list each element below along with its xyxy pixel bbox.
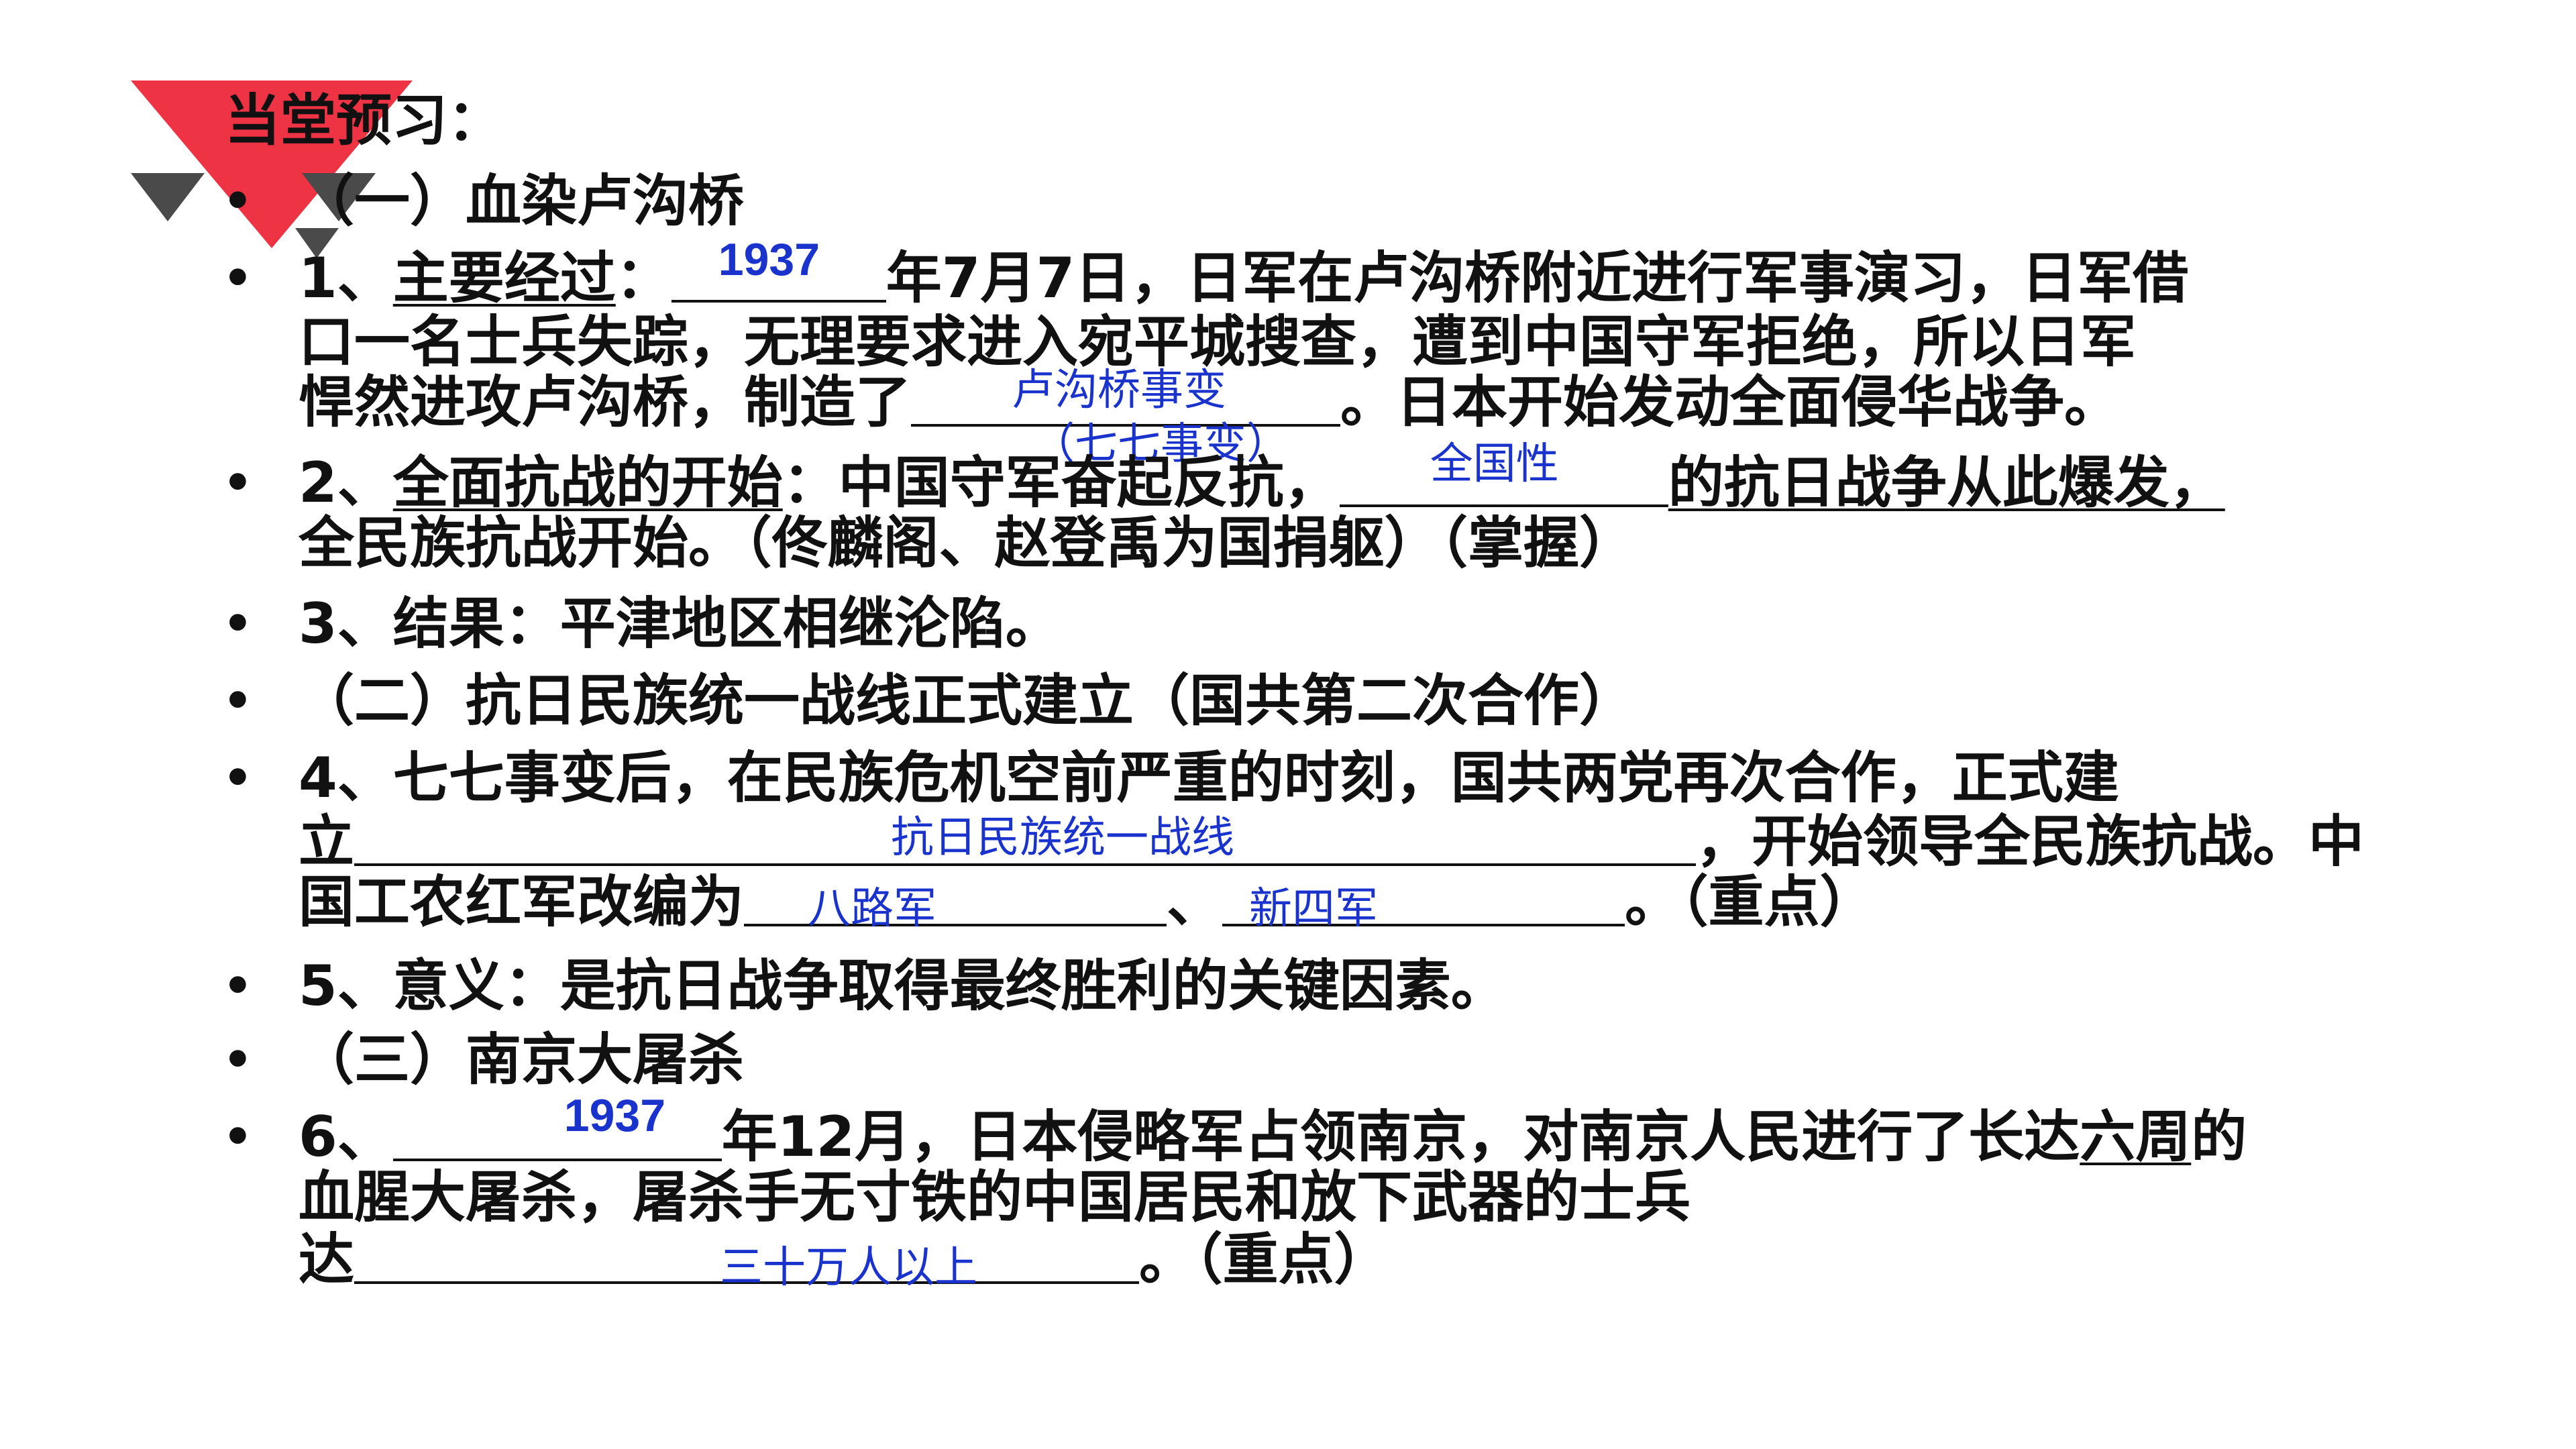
bullet: • bbox=[223, 751, 253, 806]
item5: 5、意义：是抗日战争取得最终胜利的关键因素。 bbox=[299, 953, 1507, 1018]
item4-sep: 、 bbox=[1167, 869, 1222, 934]
item6-year-blank[interactable]: 1937 bbox=[392, 1090, 722, 1161]
item1-event-blank[interactable]: 卢沟桥事变（七七事变） bbox=[911, 366, 1340, 469]
item4-text-b: 立 bbox=[299, 809, 354, 874]
item2-prefix: 2、 bbox=[299, 450, 393, 515]
item6-text-a: 年12月，日本侵略军占领南京，对南京人民进行了长达 bbox=[721, 1104, 2080, 1169]
bullet: • bbox=[223, 959, 253, 1014]
item2-answer: 全国性 bbox=[1430, 439, 1559, 489]
item4-army2-answer: 新四军 bbox=[1249, 884, 1378, 934]
item1-line2: 口一名士兵失踪，无理要求进入宛平城搜查，遭到中国守军拒绝，所以日军 bbox=[299, 309, 2136, 374]
item1-text-d: 。日本开始发动全面侵华战争。 bbox=[1340, 370, 2120, 435]
page-title: 当堂预习： bbox=[225, 88, 503, 153]
item6-text-d: 达 bbox=[299, 1227, 354, 1292]
bullet: • bbox=[223, 251, 253, 306]
item6-line3: 达 三十万人以上 。（重点） bbox=[299, 1226, 1390, 1293]
item4-line1: 4、七七事变后，在民族危机空前严重的时刻，国共两党再次合作，正式建 bbox=[299, 745, 2119, 810]
item1-text-c: 悍然进攻卢沟桥，制造了 bbox=[299, 370, 911, 435]
item4-line3: 国工农红军改编为 八路军 、新四军 。（重点） bbox=[299, 869, 1876, 936]
item4-front-answer: 抗日民族统一战线 bbox=[891, 813, 1234, 863]
item1-text-a: 年7月7日，日军在卢沟桥附近进行军事演习，日军借 bbox=[885, 246, 2189, 311]
section2-heading: （二）抗日民族统一战线正式建立（国共第二次合作） bbox=[299, 668, 1635, 733]
item1-term: 主要经过 bbox=[392, 246, 616, 311]
bullet: • bbox=[223, 674, 253, 729]
item4-text-e: 。（重点） bbox=[1625, 869, 1876, 934]
item3: 3、结果：平津地区相继沦陷。 bbox=[299, 591, 1061, 656]
gray-triangle-left bbox=[131, 173, 205, 221]
item6-line2: 血腥大屠杀，屠杀手无寸铁的中国居民和放下武器的士兵 bbox=[299, 1165, 1690, 1230]
bullet: • bbox=[223, 174, 253, 229]
gray-triangle-right bbox=[302, 173, 376, 221]
item1-colon: ： bbox=[615, 246, 672, 311]
item1-line3: 悍然进攻卢沟桥，制造了卢沟桥事变（七七事变）。日本开始发动全面侵华战争。 bbox=[299, 366, 2120, 469]
item6-text-e: 。（重点） bbox=[1139, 1227, 1390, 1292]
corner-decoration bbox=[131, 80, 413, 258]
item6-six-weeks: 六周 bbox=[2080, 1104, 2192, 1169]
item6-text-b: 的 bbox=[2191, 1104, 2247, 1169]
item2-line2: 全民族抗战开始。（佟麟阁、赵登禹为国捐躯）（掌握） bbox=[299, 511, 1635, 576]
item2-answer-blank[interactable]: 全国性 bbox=[1339, 439, 1668, 507]
item1-prefix: 1、 bbox=[299, 246, 393, 311]
bullet: • bbox=[223, 596, 253, 651]
item1-event-answer: 卢沟桥事变 bbox=[1012, 366, 1226, 415]
item1-line1: 1、主要经过： 1937 年7月7日，日军在卢沟桥附近进行军事演习，日军借 bbox=[299, 234, 2189, 312]
item2-line1: 2、全面抗战的开始：中国守军奋起反抗， 全国性 的抗日战争从此爆发， bbox=[299, 439, 2225, 517]
item1-year-blank[interactable]: 1937 bbox=[671, 234, 886, 303]
red-triangle bbox=[131, 80, 413, 248]
item6-count-answer: 三十万人以上 bbox=[720, 1243, 977, 1293]
item6-prefix: 6、 bbox=[299, 1104, 393, 1169]
section1-heading: （一）血染卢沟桥 bbox=[299, 168, 744, 233]
item1-year-answer: 1937 bbox=[718, 234, 820, 285]
item2-text-b: 的抗日战争从此爆发， bbox=[1668, 450, 2225, 515]
bullet: • bbox=[223, 1032, 253, 1087]
item4-text-d: 国工农红军改编为 bbox=[299, 869, 744, 934]
item4-front-blank[interactable]: 抗日民族统一战线 bbox=[354, 808, 1696, 866]
item4-army1-answer: 八路军 bbox=[808, 884, 936, 934]
bullet: • bbox=[223, 1110, 253, 1165]
bullet: • bbox=[223, 455, 253, 511]
gray-triangle-small bbox=[295, 228, 339, 258]
item6-year-answer: 1937 bbox=[564, 1090, 666, 1141]
item1-event-answer-alt: （七七事变） bbox=[1032, 419, 1289, 469]
item6-count-blank[interactable]: 三十万人以上 bbox=[354, 1226, 1139, 1293]
item6-line1: 6、 1937 年12月，日本侵略军占领南京，对南京人民进行了长达六周的 bbox=[299, 1090, 2247, 1171]
item2-term: 全面抗战的开始 bbox=[392, 450, 783, 515]
item4-line2: 立 抗日民族统一战线 ，开始领导全民族抗战。中 bbox=[299, 808, 2364, 875]
section3-heading: （三）南京大屠杀 bbox=[299, 1027, 744, 1092]
item2-text-a: ：中国守军奋起反抗， bbox=[782, 450, 1340, 515]
item4-text-c: ，开始领导全民族抗战。中 bbox=[1696, 809, 2364, 874]
item4-army1-blank[interactable]: 八路军 bbox=[744, 869, 1167, 934]
item4-army2-blank[interactable]: 新四军 bbox=[1222, 869, 1625, 934]
